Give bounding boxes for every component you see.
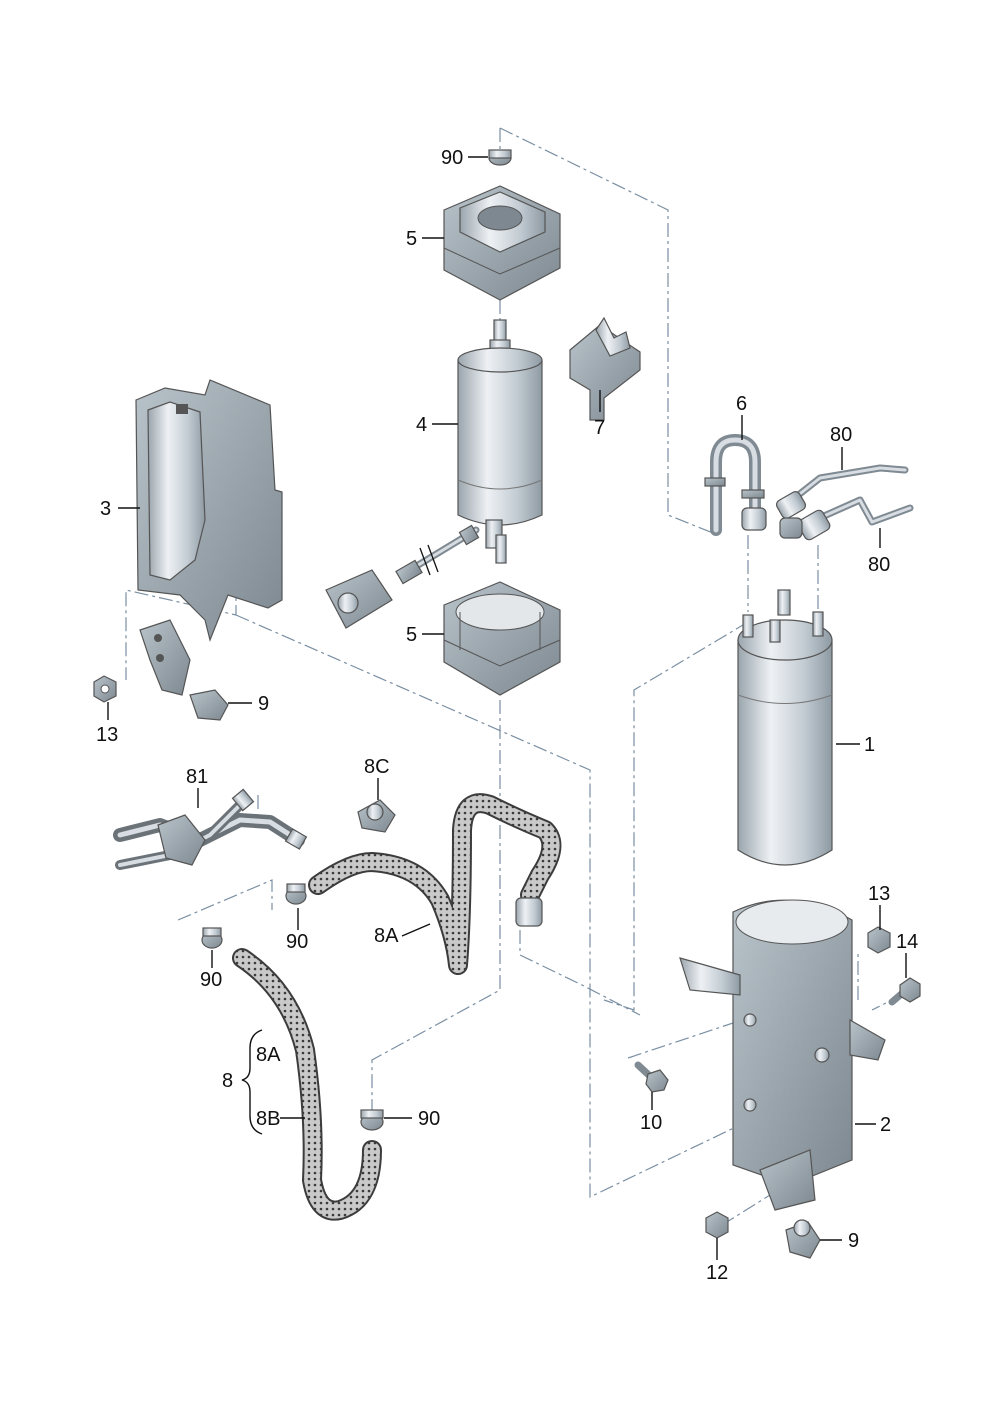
label-clip-8c: 8C: [364, 756, 390, 778]
label-line-81: 81: [186, 766, 208, 788]
assembly-guide-lines: [125, 127, 903, 1226]
group-brace: [241, 1029, 263, 1135]
fuel-line-u: [704, 434, 767, 536]
hose-8b: [232, 948, 382, 1221]
nut-right: [867, 926, 891, 954]
bolt-mid: [634, 1061, 669, 1093]
leader-lines: [107, 156, 907, 1260]
label-nut-right: 13: [868, 883, 890, 905]
label-nut-bottom: 12: [706, 1262, 728, 1284]
label-clip-shield: 9: [258, 693, 269, 715]
hose-clip-left-b: [201, 927, 223, 949]
label-hose-8a: 8A: [374, 925, 399, 947]
label-clip-top: 90: [441, 147, 463, 169]
label-nut-left: 13: [96, 724, 118, 746]
hose-8a: [308, 793, 562, 975]
label-filter: 1: [864, 734, 875, 756]
nut-bottom: [705, 1211, 729, 1239]
clip-8c: [357, 799, 396, 833]
filter-carrier: [679, 899, 886, 1211]
label-bolt-mid: 10: [640, 1112, 662, 1134]
heat-shield: [135, 379, 283, 696]
rubber-bracket-top: [443, 185, 561, 301]
label-line-right: 80: [868, 554, 890, 576]
label-clip-left-a: 90: [286, 931, 308, 953]
fuel-filter: [737, 589, 833, 866]
label-clip-left-b: 90: [200, 969, 222, 991]
label-shield: 3: [100, 498, 111, 520]
label-line-top: 80: [830, 424, 852, 446]
hose-clip-bottom: [360, 1109, 384, 1131]
label-bracket-top: 5: [406, 228, 417, 250]
label-bracket-bottom: 5: [406, 624, 417, 646]
clip-shield: [189, 689, 229, 721]
clip-carrier: [785, 1219, 821, 1259]
label-carrier: 2: [880, 1114, 891, 1136]
label-line-u: 6: [736, 393, 747, 415]
label-group-8: 8: [222, 1070, 233, 1092]
label-clip-carrier: 9: [848, 1230, 859, 1252]
label-group-8b: 8B: [256, 1108, 280, 1130]
nut-left: [93, 675, 117, 703]
pump-holder: [569, 316, 641, 421]
fuel-lines-80: [775, 464, 914, 541]
fuel-pump: [325, 319, 543, 629]
hose-clip-left-a: [285, 883, 307, 905]
label-holder: 7: [594, 417, 605, 439]
label-clip-bottom: 90: [418, 1108, 440, 1130]
hose-clip-top: [488, 149, 512, 166]
label-bolt-right: 14: [896, 931, 918, 953]
bolt-right: [888, 977, 921, 1006]
fuel-line-81: [113, 788, 308, 870]
label-fuel-pump: 4: [416, 414, 427, 436]
label-group-8a: 8A: [256, 1044, 281, 1066]
rubber-bracket-bottom: [443, 581, 561, 696]
